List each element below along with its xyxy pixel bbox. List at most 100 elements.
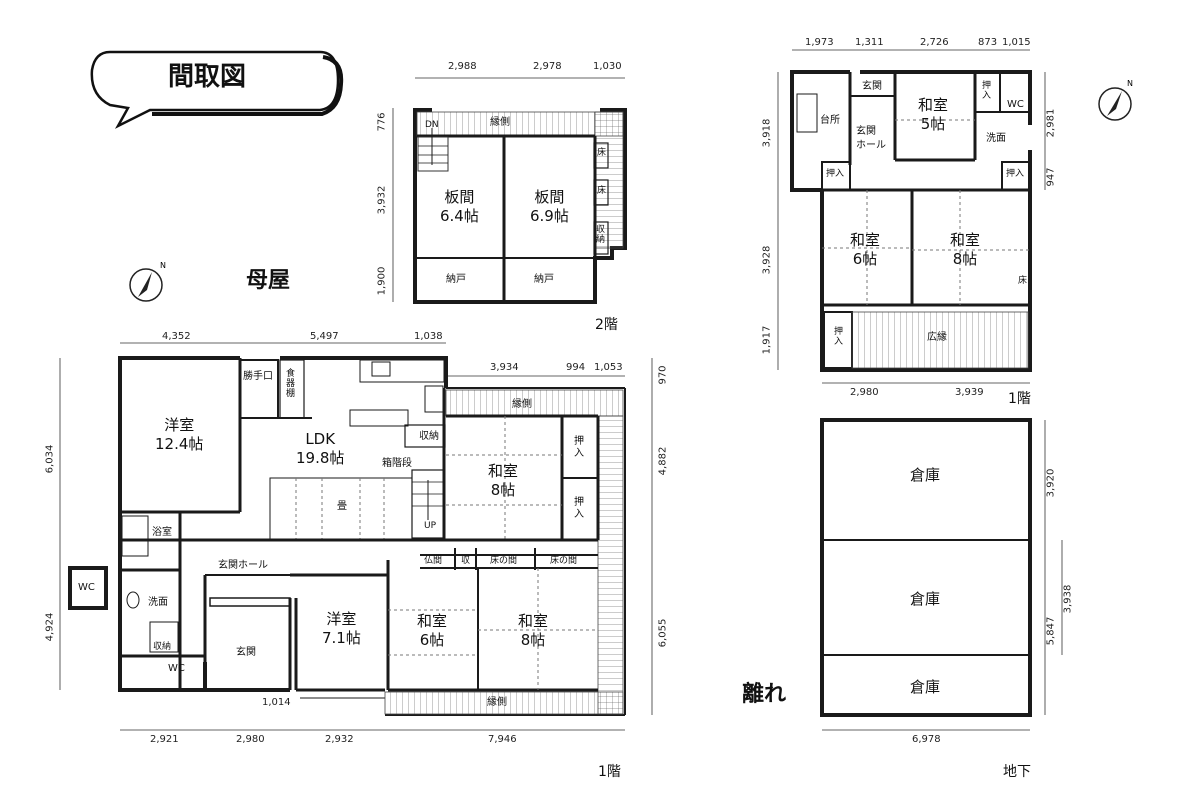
dimension-label: 3,939	[955, 387, 984, 398]
room-label-shokkidana: 食器棚	[286, 369, 296, 399]
dimension-label: 6,978	[912, 734, 941, 745]
dimension-label: 5,497	[310, 331, 339, 342]
svg-text:N: N	[160, 261, 166, 270]
dimension-label: 3,932	[376, 185, 388, 215]
room-label-genkan-hall: 玄関 ホール	[856, 126, 886, 151]
dimension-label: 1,973	[805, 37, 834, 48]
dimension-label: 2,980	[236, 734, 265, 745]
main-1f-plan	[59, 342, 653, 731]
room-label-osame: 収	[461, 556, 471, 566]
building-label-annex: 離れ	[742, 682, 787, 707]
room-label-oshiire4: 押入	[834, 327, 844, 347]
room-label-shuno: 収納	[419, 431, 439, 442]
dimension-label: 947	[1045, 167, 1057, 187]
room-label-wc-outside: WC	[78, 582, 95, 593]
room-label-butsuma: 仏間	[424, 556, 443, 566]
dimension-label: 873	[978, 37, 998, 48]
room-label-genkan: 玄関	[862, 81, 882, 92]
room-label-tatami: 畳	[337, 501, 347, 512]
building-label-main: 母屋	[246, 268, 291, 293]
floor-label-1f: 1階	[598, 764, 621, 780]
dimension-label: 6,034	[44, 444, 56, 474]
dimension-label: 2,981	[1045, 108, 1057, 138]
room-label-yokushitsu: 浴室	[152, 527, 172, 538]
room-label-engawa-bottom: 縁側	[487, 697, 507, 708]
dimension-label: 1,038	[414, 331, 443, 342]
basement-plan	[820, 418, 1063, 731]
room-label-engawa: 縁側	[490, 117, 510, 128]
title-bubble	[90, 50, 344, 129]
floor-label-basement: 地下	[1003, 764, 1031, 780]
room-label-oshiire3: 押入	[1006, 169, 1025, 179]
floor-label-annex-1f: 1階	[1008, 391, 1031, 407]
room-label-oshiire2: 押入	[574, 497, 584, 520]
room-label-wc: WC	[168, 663, 185, 674]
dimension-label: 970	[657, 365, 669, 385]
compass-icon: N	[1098, 79, 1133, 121]
stair-up-label: UP	[424, 521, 437, 531]
dimension-label: 3,920	[1045, 468, 1057, 498]
dimension-label: 4,352	[162, 331, 191, 342]
room-label-genkan: 玄関	[236, 647, 256, 658]
dimension-label: 1,015	[1002, 37, 1031, 48]
dimension-label: 2,932	[325, 734, 354, 745]
svg-text:N: N	[1127, 79, 1133, 88]
room-label-oshiire1: 押入	[574, 436, 584, 459]
annex-1f-plan	[777, 49, 1046, 384]
room-label-senmen: 洗面	[148, 597, 168, 608]
dimension-label: 2,726	[920, 37, 949, 48]
stair-dn-label: DN	[425, 120, 439, 130]
dimension-label: 2,978	[533, 61, 562, 72]
room-label-toko: 床	[1018, 276, 1028, 286]
room-label-hakokaidan: 箱階段	[382, 458, 412, 469]
room-label-nando2: 納戸	[534, 274, 554, 285]
dimension-label: 2,921	[150, 734, 179, 745]
room-label-shuno: 収納	[596, 225, 606, 245]
room-label-senmen: 洗面	[986, 133, 1006, 144]
room-label-soko1: 倉庫	[910, 466, 941, 484]
dimension-label: 1,917	[761, 325, 773, 355]
room-label-genkan-hall: 玄関ホール	[218, 560, 268, 571]
dimension-label: 3,928	[761, 245, 773, 275]
dimension-label: 1,030	[593, 61, 622, 72]
room-label-wc: WC	[1007, 99, 1024, 110]
page-title: 間取図	[168, 62, 247, 92]
compass-icon: N	[129, 261, 166, 302]
dimension-label: 6,055	[657, 618, 669, 648]
dimension-label: 3,938	[1062, 584, 1074, 614]
floor-label-2f: 2階	[595, 317, 618, 333]
room-label-shuno2: 収納	[153, 642, 172, 652]
dimension-label: 5,847	[1045, 616, 1057, 646]
room-label-toko1: 床	[597, 148, 607, 158]
dimension-label: 994	[566, 362, 586, 373]
room-label-katteguchi: 勝手口	[243, 371, 273, 382]
room-label-soko3: 倉庫	[910, 678, 941, 696]
room-label-hiroen: 広縁	[927, 332, 947, 343]
room-label-soko2: 倉庫	[910, 590, 941, 608]
room-label-toko2: 床	[597, 186, 607, 196]
room-label-oshiire2: 押入	[826, 169, 845, 179]
room-label-daidokoro: 台所	[820, 115, 840, 126]
dimension-label: 2,980	[850, 387, 879, 398]
dimension-label: 3,934	[490, 362, 519, 373]
dimension-label: 7,946	[488, 734, 517, 745]
dimension-label: 1,900	[376, 266, 388, 296]
dimension-label: 4,924	[44, 612, 56, 642]
room-label-nando1: 納戸	[446, 274, 466, 285]
room-label-tokonoma2: 床の間	[550, 556, 578, 566]
room-label-engawa-top: 縁側	[512, 399, 532, 410]
main-2f-plan	[392, 77, 627, 304]
room-label-oshiire1: 押入	[982, 81, 992, 101]
dimension-label: 3,918	[761, 118, 773, 148]
